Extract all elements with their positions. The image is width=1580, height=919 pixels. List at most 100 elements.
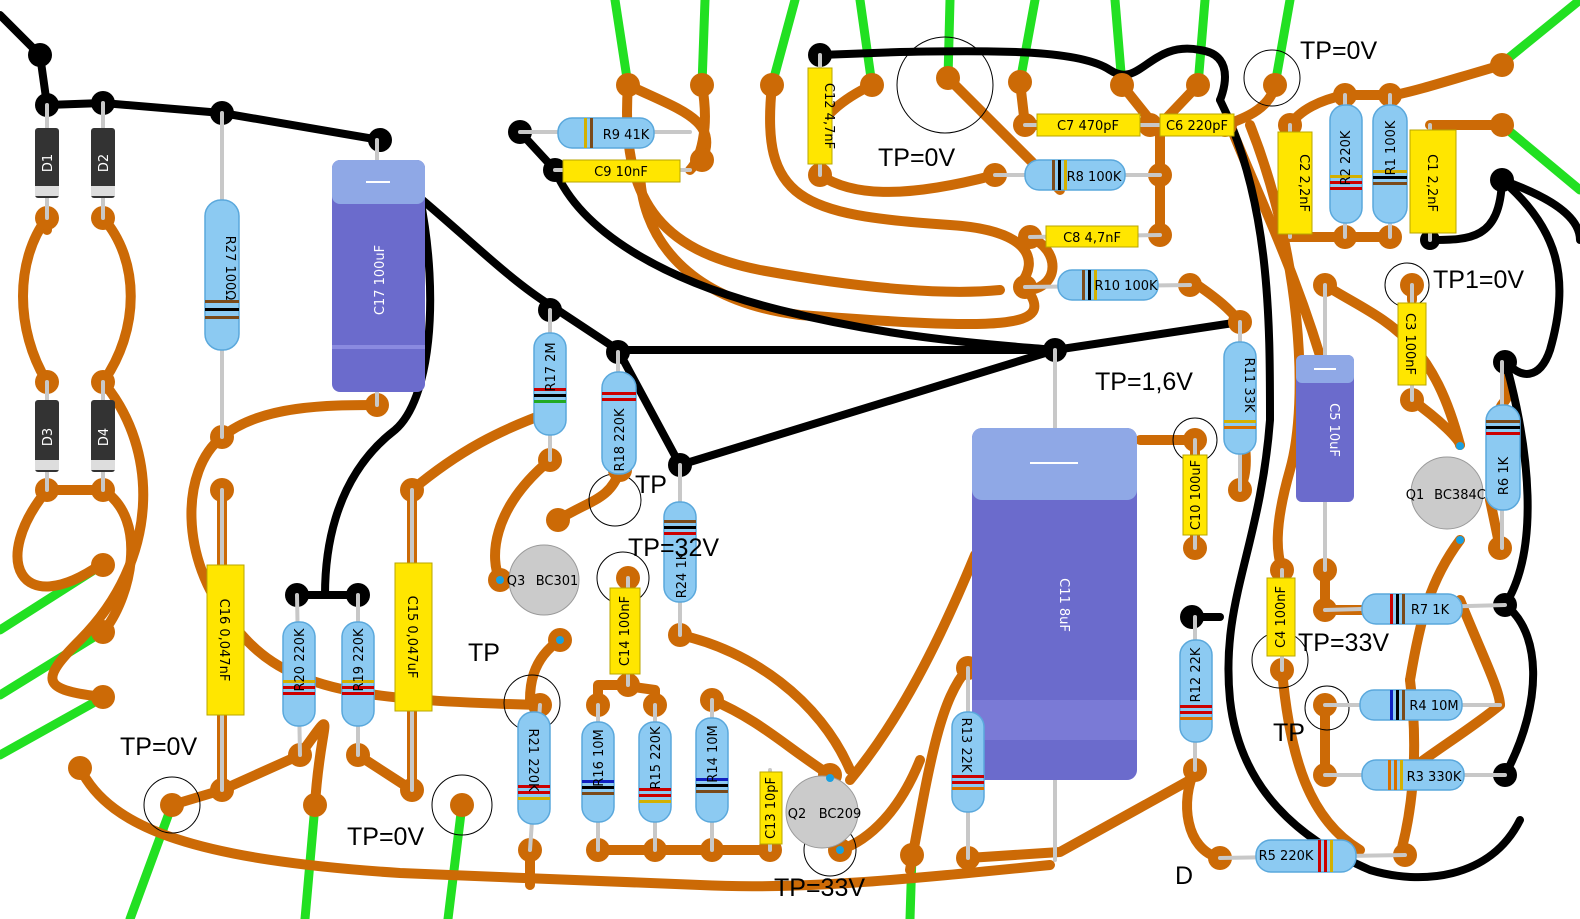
tp-top-right-label: TP=0V <box>1300 37 1377 65</box>
capacitor-c5-label: C5 10uF <box>1326 403 1341 457</box>
tp-c12-label: TP=0V <box>878 144 955 172</box>
capacitor-c10-label: C10 100uF <box>1189 460 1204 530</box>
transistor-q1-label: Q1 <box>1406 488 1425 503</box>
d-label: D <box>1175 862 1193 890</box>
capacitor-c4: C4 100nF <box>1266 568 1296 672</box>
capacitor-c1-label: C1 2,2nF <box>1424 154 1439 212</box>
capacitor-c16-label: C16 0,047nF <box>216 599 231 682</box>
resistor-r21-label: R21 220K <box>525 728 540 792</box>
resistor-r24-label: R24 1K <box>675 551 690 598</box>
resistor-r7: R7 1K <box>1323 593 1507 625</box>
transistor-q3: Q3 BC301 <box>496 544 580 644</box>
tp-r4-label: TP <box>1273 719 1305 747</box>
transistor-q2-type: BC209 <box>819 807 862 822</box>
capacitor-c2: C2 2,2nF <box>1277 123 1313 239</box>
tp-left-label: TP=0V <box>120 733 197 761</box>
transistor-q3-type: BC301 <box>536 574 579 589</box>
transistor-q1-type: BC384C <box>1434 488 1486 503</box>
capacitor-c14-label: C14 100nF <box>618 596 633 666</box>
capacitor-c11: C11 8uF <box>972 348 1137 862</box>
resistor-r16-label: R16 10M <box>592 729 607 786</box>
tp-32v-label: TP=32V <box>628 534 719 562</box>
resistor-r2: R2 220K <box>1329 93 1363 239</box>
diode-d3-label: D3 <box>41 428 56 446</box>
capacitor-c17-label: C17 100uF <box>373 245 388 315</box>
capacitor-c2-label: C2 2,2nF <box>1296 154 1311 212</box>
capacitor-c15: C15 0,047uF <box>394 488 433 792</box>
capacitor-c12-label: C12 4,7nF <box>821 83 836 149</box>
resistor-r21: R21 220K <box>517 703 551 852</box>
resistor-r13: R13 22K <box>951 666 985 860</box>
capacitor-c13: C13 10pF <box>759 768 783 852</box>
diode-d2-label: D2 <box>97 154 112 172</box>
tp1-label: TP1=0V <box>1433 266 1524 294</box>
capacitor-c3-label: C3 100nF <box>1402 313 1417 375</box>
resistor-r1: R1 100K <box>1372 93 1408 239</box>
capacitor-c10: C10 100uF <box>1182 438 1208 550</box>
diode-d3: D3 <box>35 380 59 492</box>
capacitor-c7-label: C7 470pF <box>1057 119 1119 134</box>
transistor-q3-label: Q3 <box>507 574 526 589</box>
resistor-r15-label: R15 220K <box>649 726 664 790</box>
resistor-r27: R27 100Ω <box>204 111 240 439</box>
diode-d1: D1 <box>35 103 59 220</box>
capacitor-c6-label: C6 220pF <box>1166 119 1228 134</box>
resistor-r24: R24 1K <box>663 463 697 637</box>
tp-q3-label: TP <box>468 639 500 667</box>
transistor-q1: Q1 BC384C <box>1406 442 1486 544</box>
resistor-r19: R19 220K <box>341 593 375 757</box>
capacitor-c1: C1 2,2nF <box>1409 123 1457 242</box>
resistor-r20: R20 220K <box>282 593 316 757</box>
capacitor-c5: C5 10uF <box>1296 283 1354 572</box>
tp-33v-bottom-label: TP=33V <box>774 874 865 902</box>
resistor-r14-label: R14 10M <box>706 725 721 782</box>
resistor-r10: R10 100K <box>1023 269 1192 301</box>
electrolytic-capacitors: C17 100uF C11 8uF C5 10uF <box>332 138 1354 862</box>
resistor-r27-label: R27 100Ω <box>222 236 237 301</box>
capacitor-c6: C6 220pF <box>1148 113 1235 137</box>
resistor-r14: R14 10M <box>695 698 729 852</box>
resistor-r3: R3 330K <box>1323 759 1507 791</box>
resistor-r2-label: R2 220K <box>1339 130 1354 185</box>
resistor-r11-label: R11 33K <box>1241 358 1256 413</box>
capacitor-c17: C17 100uF <box>332 138 425 407</box>
resistors: R27 100Ω R9 41K R8 100K R10 100K <box>204 93 1521 873</box>
resistor-r6-label: R6 1K <box>1497 456 1512 495</box>
transistors: Q3 BC301 Q2 BC209 Q1 BC384C <box>496 442 1486 854</box>
resistor-r18-label: R18 220K <box>613 408 628 472</box>
capacitor-c11-label: C11 8uF <box>1056 578 1071 632</box>
capacitor-c8: C8 4,7nF <box>1028 225 1162 248</box>
resistor-r15: R15 220K <box>638 703 672 852</box>
diodes: D1 D2 D3 D4 <box>35 101 115 492</box>
resistor-r8: R8 100K <box>993 159 1162 191</box>
capacitor-c9: C9 10nF <box>553 159 692 183</box>
capacitor-c16: C16 0,047nF <box>206 488 245 792</box>
resistor-r10-label: R10 100K <box>1094 279 1158 294</box>
resistor-r6: R6 1K <box>1485 360 1521 550</box>
resistor-r7-label: R7 1K <box>1411 603 1450 618</box>
resistor-r17: R17 2M <box>533 308 567 462</box>
resistor-r18: R18 220K <box>601 350 637 475</box>
resistor-r9: R9 41K <box>518 117 692 149</box>
capacitor-c9-label: C9 10nF <box>594 165 648 180</box>
resistor-r1-label: R1 100K <box>1384 120 1399 175</box>
resistor-r12: R12 22K <box>1179 615 1213 772</box>
diode-d4: D4 <box>91 380 115 492</box>
tp-c4-label: TP=33V <box>1298 629 1389 657</box>
tp-1-6v-label: TP=1,6V <box>1095 368 1193 396</box>
tp-r18-label: TP <box>635 471 667 499</box>
tp-bottom-label: TP=0V <box>347 823 424 851</box>
resistor-r19-label: R19 220K <box>352 628 367 692</box>
test-point-labels: TP=0V TP=0V TP1=0V TP=1,6V TP TP=32V TP … <box>120 37 1524 902</box>
diode-d4-label: D4 <box>97 428 112 446</box>
resistor-r4: R4 10M <box>1323 689 1502 721</box>
resistor-r8-label: R8 100K <box>1067 170 1122 185</box>
resistor-r3-label: R3 330K <box>1407 770 1462 785</box>
resistor-r17-label: R17 2M <box>544 342 559 391</box>
resistor-r5: R5 220K <box>1218 839 1407 873</box>
resistor-r16: R16 10M <box>581 703 615 852</box>
diode-d2: D2 <box>91 101 115 220</box>
transistor-q2-label: Q2 <box>788 807 807 822</box>
